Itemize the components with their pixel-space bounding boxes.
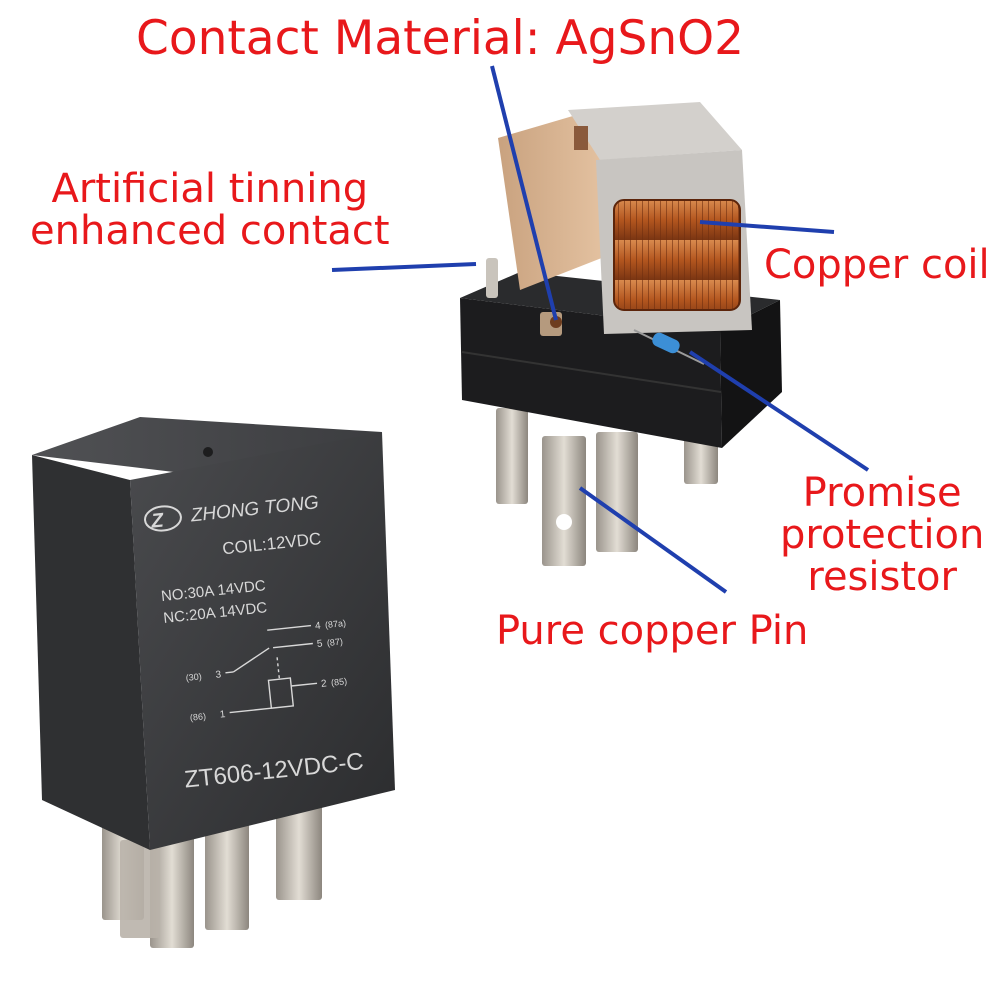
pin4-alt-label: (87a) [324,618,346,630]
pin4-label: 4 [315,621,322,633]
relay-body-front [130,432,395,850]
copper-coil [614,200,740,310]
relay-body-side [32,455,150,850]
relay-yoke-top [568,102,742,160]
pin2-alt-label: (85) [331,676,348,688]
open-relay-pin [496,408,528,504]
relay-schematic [225,624,318,714]
pin5-label: 5 [316,638,323,650]
leader-tinning [331,262,477,272]
relay-vent-hole [203,447,213,457]
relay-pin [276,790,322,900]
leader-contact-material [490,65,558,321]
pin3-alt-label: (30) [185,671,202,683]
callout-resistor-line1: Promise [802,470,962,516]
pin1-alt-label: (86) [189,711,206,723]
pin1-label: 1 [219,709,226,721]
callout-copper-coil: Copper coil [764,244,990,286]
callout-resistor-line2: protection [780,512,985,558]
relay-pin [150,818,194,948]
zhongtong-logo: Z [144,505,182,533]
tinned-contact [486,258,498,298]
callout-contact-material: Contact Material: AgSnO2 [136,11,745,66]
protection-resistor [633,329,705,365]
callout-copper-pin: Pure copper Pin [496,610,808,652]
pin2-label: 2 [321,678,328,690]
relay-yoke [498,108,622,290]
callout-contact-material-text: Contact Material: AgSnO2 [136,11,745,66]
open-relay-pin [596,432,638,552]
pin3-label: 3 [215,669,222,681]
leader-pin [578,486,728,594]
svg-text:Z: Z [149,509,165,532]
callout-tinning-line1: Artificial tinning [51,166,369,212]
open-relay-pin [542,436,586,566]
open-relay [460,102,782,566]
pin5-alt-label: (87) [326,636,343,648]
callout-tinning: Artificial tinning enhanced contact [30,168,390,252]
relay-pin [205,806,249,930]
leader-lines [331,65,870,594]
callout-resistor-line3: resistor [807,554,957,600]
callout-tinning-line2: enhanced contact [30,208,390,254]
callout-copper-pin-text: Pure copper Pin [496,608,809,654]
callout-resistor: Promise protection resistor [780,472,984,598]
callout-copper-coil-text: Copper coil [764,242,990,288]
leader-resistor [688,350,870,472]
leader-coil [699,220,835,234]
relay-pin [120,840,160,938]
relay-base-side [720,300,782,448]
closed-relay: Z ZHONG TONG COIL:12VDC NO:30A 14VDC NC:… [32,417,395,948]
